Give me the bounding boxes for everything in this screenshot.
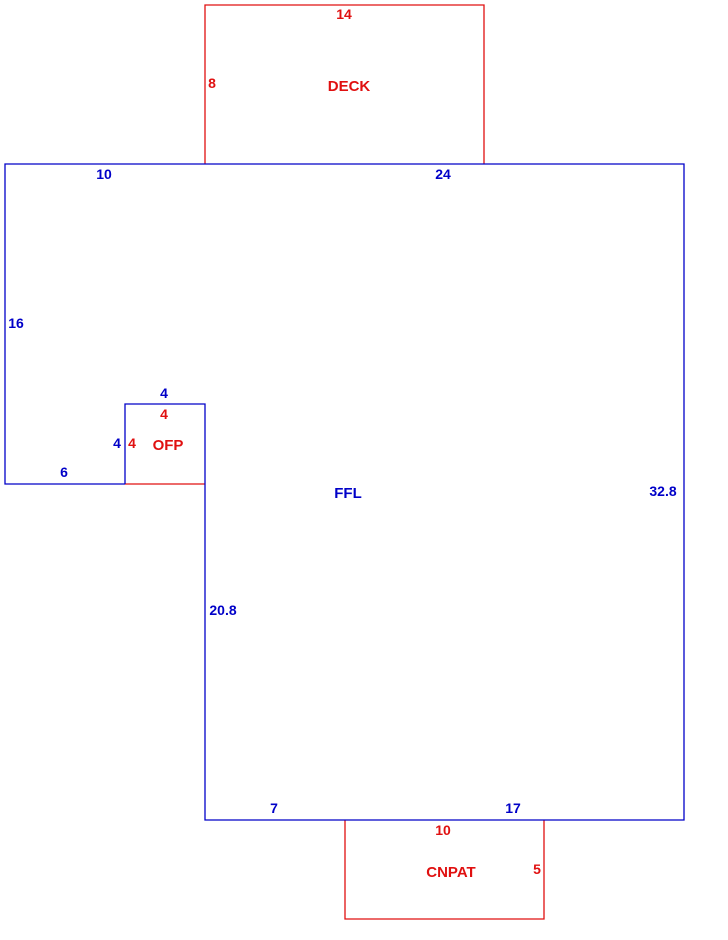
main-label: FFL [334,485,362,502]
main-top-right-dim: 24 [435,166,451,182]
cnpat-width-dim: 10 [435,822,451,838]
deck-area: DECK 14 8 [204,4,485,164]
main-outline [4,163,685,821]
deck-outline [204,4,485,164]
main-top-left-dim: 10 [96,166,112,182]
main-notch-outline [124,403,206,484]
ofp-label: OFP [153,437,184,454]
main-notch-top-dim: 4 [160,385,168,401]
ofp-area: OFP 4 4 [125,406,205,485]
cnpat-depth-dim: 5 [533,861,541,877]
main-left-dim: 16 [8,315,24,331]
deck-depth-dim: 8 [208,75,216,91]
main-inner-left-dim: 20.8 [209,602,236,618]
ofp-depth-dim: 4 [128,435,136,451]
main-bottom-left-dim: 7 [270,800,278,816]
main-bottom-right-dim: 17 [505,800,521,816]
ofp-width-dim: 4 [160,406,168,422]
main-notch-side-dim: 4 [113,435,121,451]
main-area: FFL 10 24 16 6 4 4 20.8 32.8 7 17 [4,163,685,821]
cnpat-outline [344,820,545,920]
main-notch-bottom-dim: 6 [60,464,68,480]
cnpat-area: CNPAT 10 5 [344,820,545,920]
deck-width-dim: 14 [336,6,352,22]
deck-label: DECK [328,78,371,95]
cnpat-label: CNPAT [426,864,475,881]
main-right-dim: 32.8 [649,483,676,499]
